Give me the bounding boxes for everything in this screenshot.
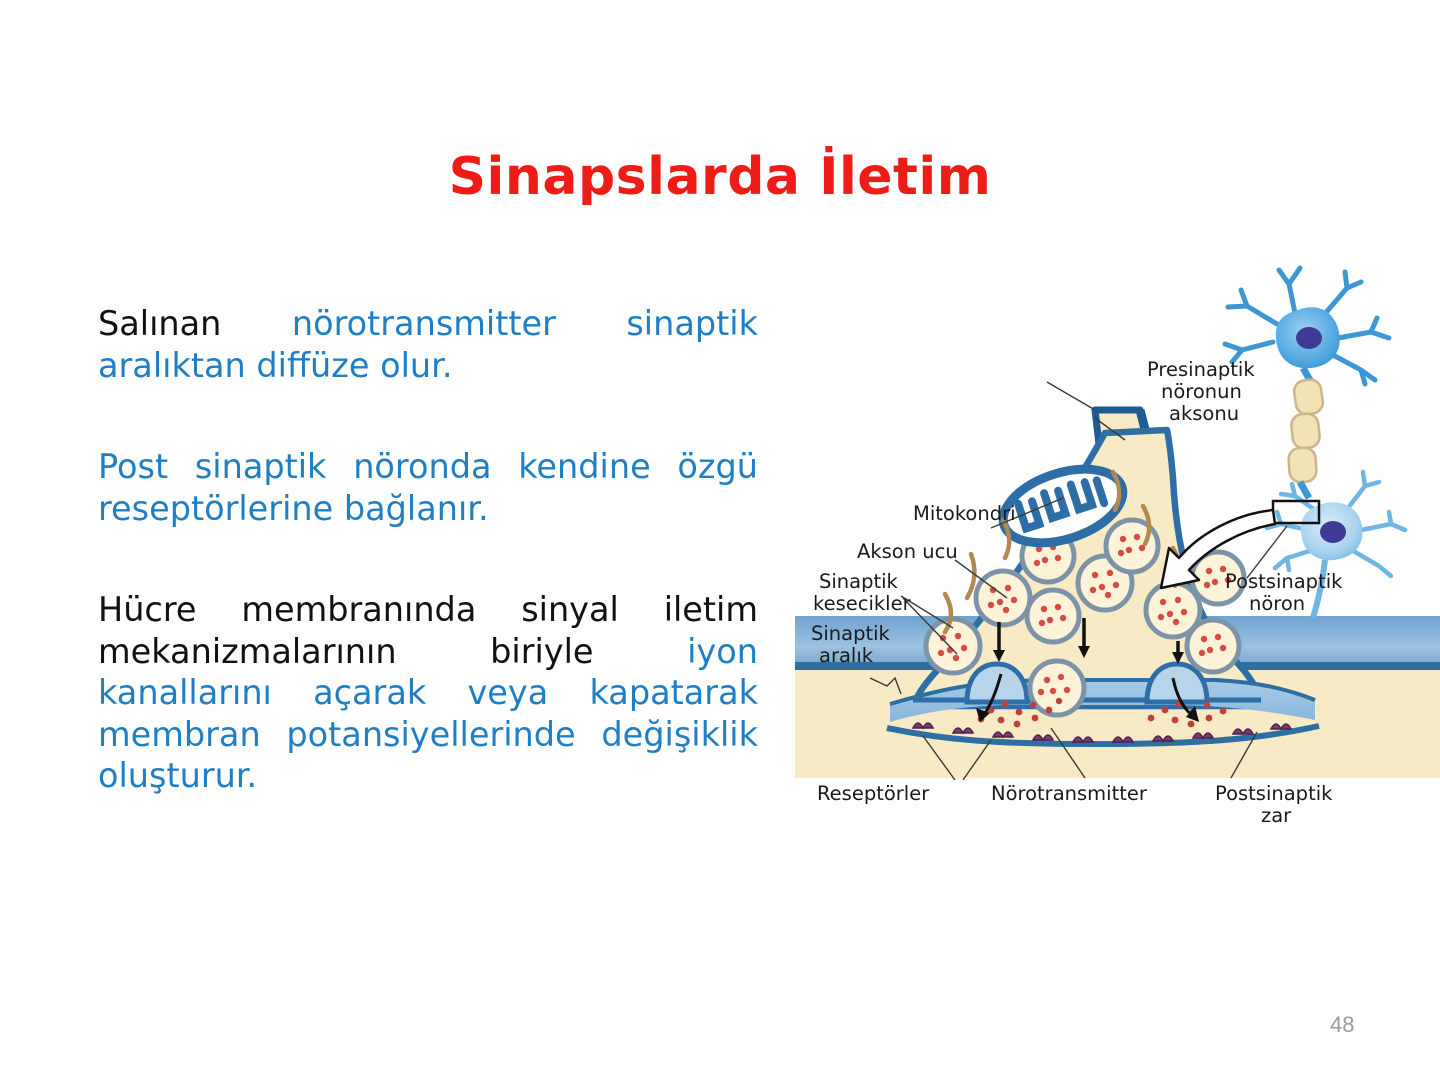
text-run-black: Salınan [98,304,292,343]
text-run-black: Hücre membranında sinyal iletim mekanizm… [98,590,758,671]
presynaptic-neuron-icon [1222,265,1392,387]
paragraph-1: Salınan nörotransmitter sinaptik aralıkt… [98,303,758,386]
zoom-callout-arrow [1159,508,1277,590]
text-run-blue: iyon kanallarını açarak veya kapatarak m… [98,631,758,796]
mitochondrion [998,464,1128,548]
label-postsinaptik-zar-line2: zar [1261,804,1292,826]
label-presinaptik-line2: nöronun [1161,380,1242,403]
body-text-column: Salınan nörotransmitter sinaptik aralıkt… [98,303,758,797]
label-presinaptik-line1: Presinaptik [1147,358,1255,381]
label-sinaptik-aralik-line2: aralık [819,644,874,667]
paragraph-2: Post sinaptik nöronda kendine özgü resep… [98,446,758,529]
page-number: 48 [1330,1012,1355,1037]
label-sinaptik-kesecikler-line1: Sinaptik [819,570,899,593]
postsynaptic-neuron-icon [1264,469,1408,619]
page-title: Sinapslarda İletim [448,147,992,207]
myelinated-axon [1287,366,1325,500]
text-run-blue: Post sinaptik nöronda kendine özgü resep… [98,447,758,528]
label-akson-ucu: Akson ucu [857,540,958,563]
label-leaders [869,381,1288,781]
label-postsinaptik-noron-line1: Postsinaptik [1225,570,1343,593]
text-run-blue: nörotransmitter sinaptik aralıktan diffü… [98,304,758,385]
label-mitokondri: Mitokondri [913,502,1016,525]
label-reseptorler: Reseptörler [817,782,930,805]
postsynaptic-membrane-line [886,723,1320,748]
label-norotransmitter: Nörotransmitter [991,782,1148,805]
diffusion-arrows [976,673,1199,722]
label-postsinaptik-zar-line1: Postsinaptik [1215,782,1333,805]
label-sinaptik-kesecikler-line2: kesecikler [813,592,912,615]
receptors [911,722,1293,744]
vesicle-release-arrows [993,618,1184,664]
label-postsinaptik-noron-line2: nöron [1249,592,1305,615]
label-presinaptik-line3: aksonu [1169,402,1239,425]
label-sinaptik-aralik-line1: Sinaptik [811,622,891,645]
paragraph-3: Hücre membranında sinyal iletim mekanizm… [98,589,758,797]
synapse-figure: Presinaptik nöronun aksonu Mitokondri Ak… [795,258,1440,826]
